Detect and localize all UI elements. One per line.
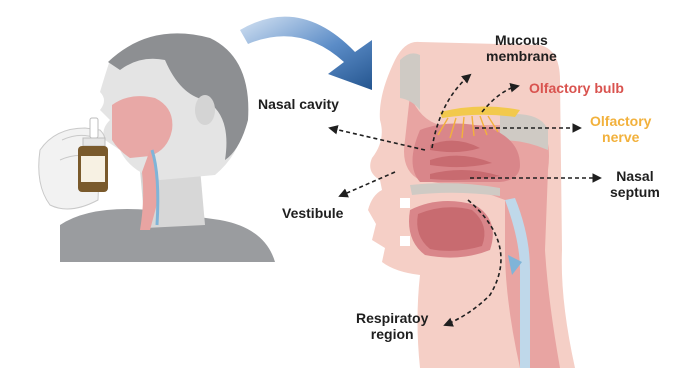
- label-vestibule: Vestibule: [282, 205, 343, 221]
- label-nasal-cavity: Nasal cavity: [258, 96, 339, 112]
- label-olfactory-bulb: Olfactory bulb: [529, 80, 624, 96]
- person-illustration: [39, 33, 278, 262]
- label-olfactory-nerve: Olfactory nerve: [590, 113, 651, 145]
- label-nasal-septum: Nasal septum: [610, 168, 660, 200]
- curved-transfer-arrow-icon: [240, 17, 372, 90]
- label-mucous-membrane: Mucous membrane: [486, 32, 557, 64]
- label-respiratory-region: Respiratoy region: [356, 310, 428, 342]
